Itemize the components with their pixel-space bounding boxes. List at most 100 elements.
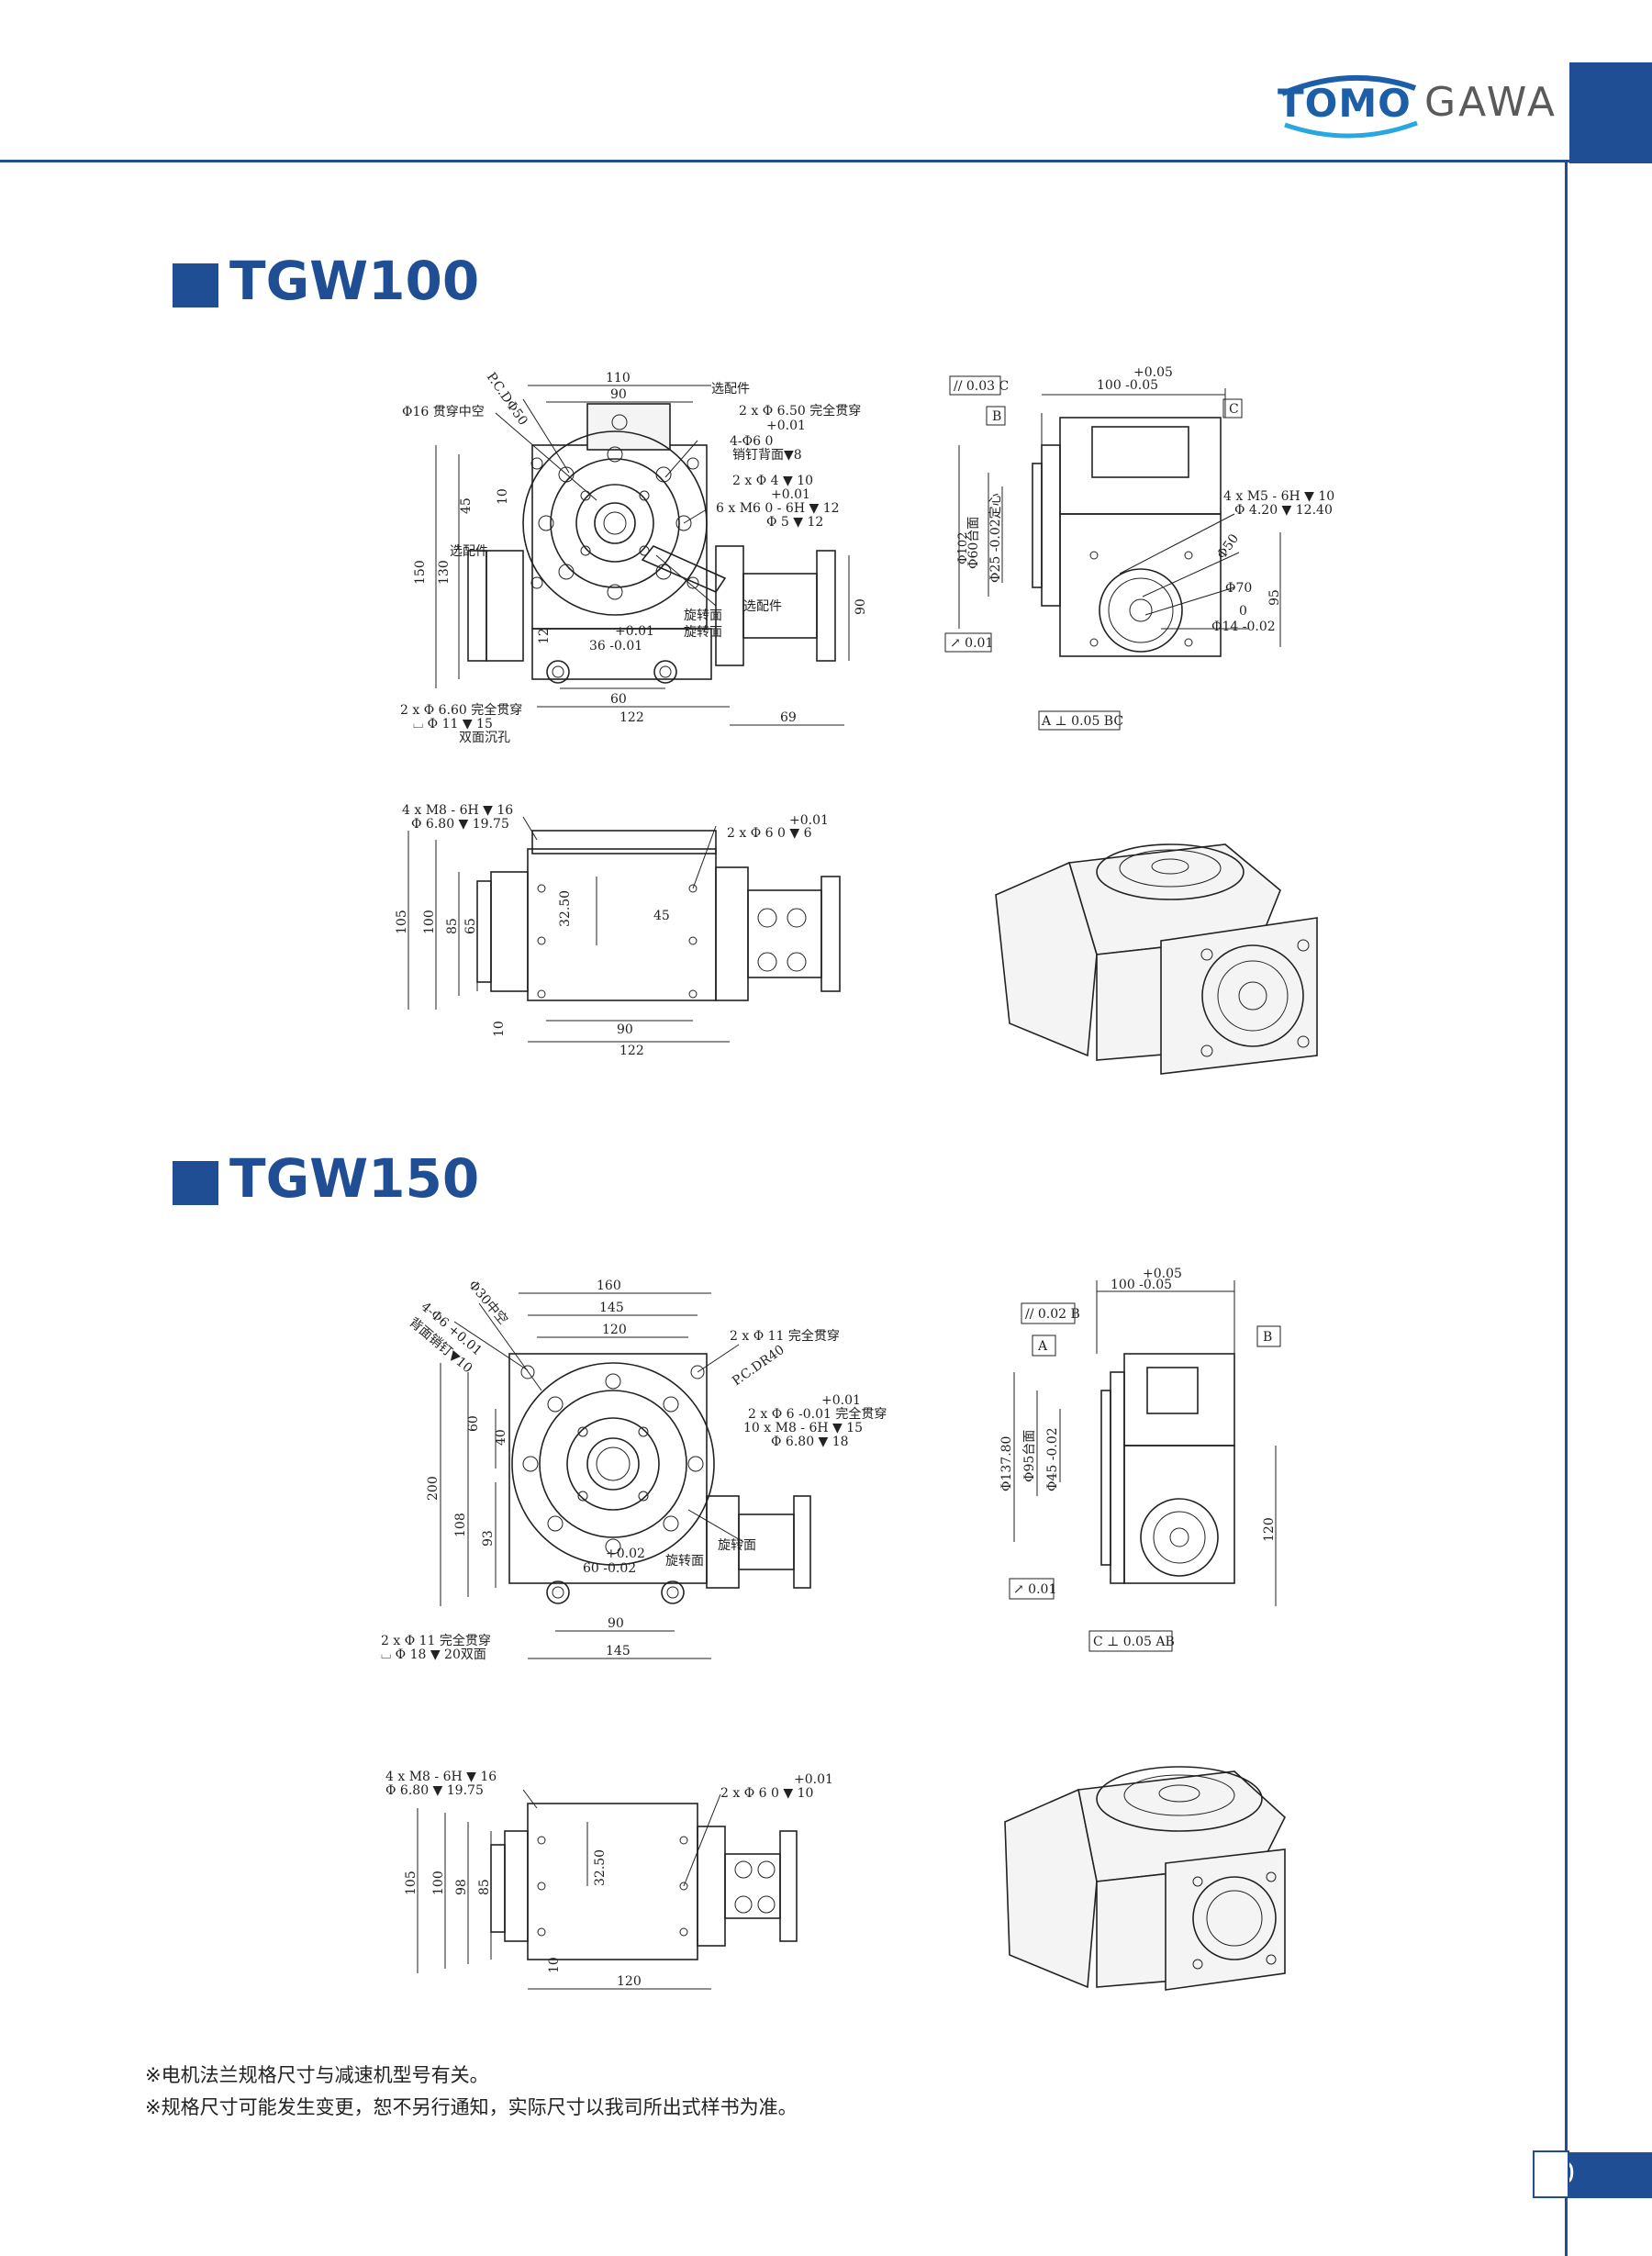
label-tolerance: +0.01	[789, 813, 829, 828]
label-diameter: Φ45 -0.02	[1045, 1427, 1060, 1491]
tgw150-isometric-view	[1004, 1766, 1286, 1991]
tgw150-side-view: +0.05 100 -0.05 // 0.02 B A B Φ137.80 Φ9…	[999, 1267, 1281, 1652]
section-marker-icon	[173, 1161, 218, 1205]
label-dimension: 100 -0.05	[1097, 378, 1158, 393]
dim-label: 10	[547, 1957, 562, 1973]
svg-text:Φ102: Φ102	[956, 532, 970, 564]
label-pin: 4-Φ6 0	[730, 434, 773, 449]
tgw150-bottom-view: 4 x M8 - 6H ▼ 16 Φ 6.80 ▼ 19.75 +0.01 2 …	[385, 1770, 833, 1990]
logo-swoosh-icon	[1280, 74, 1418, 139]
label-tolerance: +0.02	[606, 1547, 645, 1561]
dim-label: 160	[597, 1279, 621, 1293]
dim-label: 145	[599, 1301, 624, 1315]
label-datum: C	[1229, 402, 1239, 417]
dim-label: 12	[537, 628, 552, 644]
dim-label: 200	[426, 1476, 441, 1501]
dim-label: 105	[395, 910, 409, 934]
dim-label: 93	[481, 1530, 496, 1547]
dim-label: 122	[620, 1044, 644, 1058]
label-tolerance: +0.01	[615, 624, 654, 639]
label-runout: ↗ 0.01	[1013, 1582, 1056, 1597]
dim-label: 60	[466, 1415, 481, 1432]
label-dimension: 60 -0.02	[583, 1561, 636, 1576]
label-counterbore: 双面沉孔	[459, 731, 510, 745]
dim-label: 100	[422, 910, 437, 934]
label-thread: 4 x M5 - 6H ▼ 10	[1223, 489, 1334, 504]
dim-label: 120	[602, 1323, 627, 1337]
dim-label: 122	[620, 710, 644, 725]
dim-label: 10	[492, 1021, 507, 1037]
dim-label: 90	[610, 387, 627, 402]
dim-label: 110	[606, 371, 631, 385]
label-optional: 选配件	[450, 544, 488, 559]
dim-label: 120	[617, 1974, 642, 1989]
label-holes: 2 x Φ 6.50 完全贯穿	[739, 403, 861, 419]
dim-label: 32.50	[558, 890, 573, 927]
label-rotation-face: 旋转面	[718, 1538, 756, 1553]
label-parallelism: // 0.03 C	[954, 379, 1009, 394]
label-datum: B	[1263, 1330, 1272, 1345]
header-corner-block	[1569, 62, 1652, 163]
tgw100-isometric-view	[995, 843, 1318, 1075]
label-diameter: Φ95台面	[1022, 1430, 1037, 1482]
dim-label: 85	[445, 918, 460, 934]
label-thread: 6 x M6 0 - 6H ▼ 12	[716, 501, 840, 516]
tgw100-bottom-view: 4 x M8 - 6H ▼ 16 Φ 6.80 ▼ 19.75 +0.01 2 …	[395, 803, 841, 1058]
label-hollow: Φ30中空	[465, 1278, 510, 1327]
label-pcd: P.C.DR40	[730, 1343, 787, 1390]
label-counterbore: ⌴ Φ 11 ▼ 15	[413, 717, 493, 732]
dim-label: 130	[437, 560, 452, 585]
label-diameter: Φ70	[1225, 581, 1252, 596]
dim-label: 85	[477, 1879, 492, 1895]
dim-label: 90	[854, 598, 868, 615]
label-pin: 2 x Φ 6 0 ▼ 6	[727, 826, 812, 841]
label-diameter: Φ137.80	[999, 1436, 1014, 1491]
label-optional: 选配件	[711, 382, 750, 396]
dim-label: 145	[606, 1644, 631, 1658]
tgw150-front-view: 160 145 120 60 40 200 108 93 90 145 Φ30中…	[381, 1278, 887, 1662]
label-holes: 2 x Φ 11 完全贯穿	[730, 1328, 840, 1344]
label-tolerance: 0	[1239, 604, 1247, 619]
footnote-1: ※电机法兰规格尺寸与减速机型号有关。	[145, 2064, 489, 2086]
label-tolerance: +0.01	[766, 419, 806, 433]
label-diameter: Φ14 -0.02	[1211, 620, 1276, 634]
label-diameter: Φ60台面	[966, 517, 981, 569]
label-diameter: Φ25 -0.02定心	[988, 493, 1003, 583]
dim-label: 95	[1267, 589, 1282, 606]
footnote-2: ※规格尺寸可能发生变更，恕不另行通知，实际尺寸以我司所出式样书为准。	[145, 2096, 798, 2118]
label-dimension: 36 -0.01	[589, 639, 642, 653]
label-thread: 4 x M8 - 6H ▼ 16	[402, 803, 513, 818]
label-tolerance: +0.05	[1143, 1267, 1182, 1281]
dim-label: 45	[459, 497, 474, 514]
label-thread: 4 x M8 - 6H ▼ 16	[385, 1770, 497, 1784]
label-hollow: Φ16 贯穿中空	[402, 405, 485, 419]
right-rule	[1565, 160, 1568, 2256]
label-perpendicularity: A ⊥ 0.05 BC	[1041, 714, 1123, 729]
label-parallelism: // 0.02 B	[1025, 1307, 1080, 1322]
label-diameter: Φ50	[1214, 531, 1242, 562]
label-tolerance: +0.01	[821, 1393, 861, 1408]
label-thread: 10 x M8 - 6H ▼ 15	[743, 1421, 863, 1435]
dim-label: 69	[780, 710, 797, 725]
page-number-frame	[1533, 2150, 1569, 2198]
dim-label: 150	[413, 560, 428, 585]
label-pin-back: 销钉背面▼8	[732, 448, 802, 463]
section-marker-icon	[173, 263, 218, 307]
label-pcd: P.C.DΦ50	[484, 370, 530, 428]
header-rule	[0, 160, 1652, 162]
dim-label: 108	[453, 1513, 468, 1537]
dim-label: 60	[610, 692, 627, 707]
label-tolerance: +0.01	[771, 487, 810, 502]
label-tolerance: +0.05	[1133, 365, 1173, 380]
label-rotation-face: 旋转面	[665, 1554, 704, 1569]
label-pin: 2 x Φ 6 0 ▼ 10	[720, 1786, 813, 1801]
dim-label: 45	[653, 909, 670, 923]
label-thread: Φ 6.80 ▼ 19.75	[411, 817, 509, 832]
dim-label: 32.50	[593, 1849, 608, 1886]
label-thread: Φ 4.20 ▼ 12.40	[1234, 503, 1333, 518]
label-tolerance: +0.01	[794, 1772, 833, 1787]
label-thread: Φ 5 ▼ 12	[766, 515, 823, 530]
label-datum: A	[1037, 1339, 1048, 1354]
dim-label: 98	[454, 1879, 469, 1895]
section-title-tgw100: TGW100	[229, 250, 480, 312]
